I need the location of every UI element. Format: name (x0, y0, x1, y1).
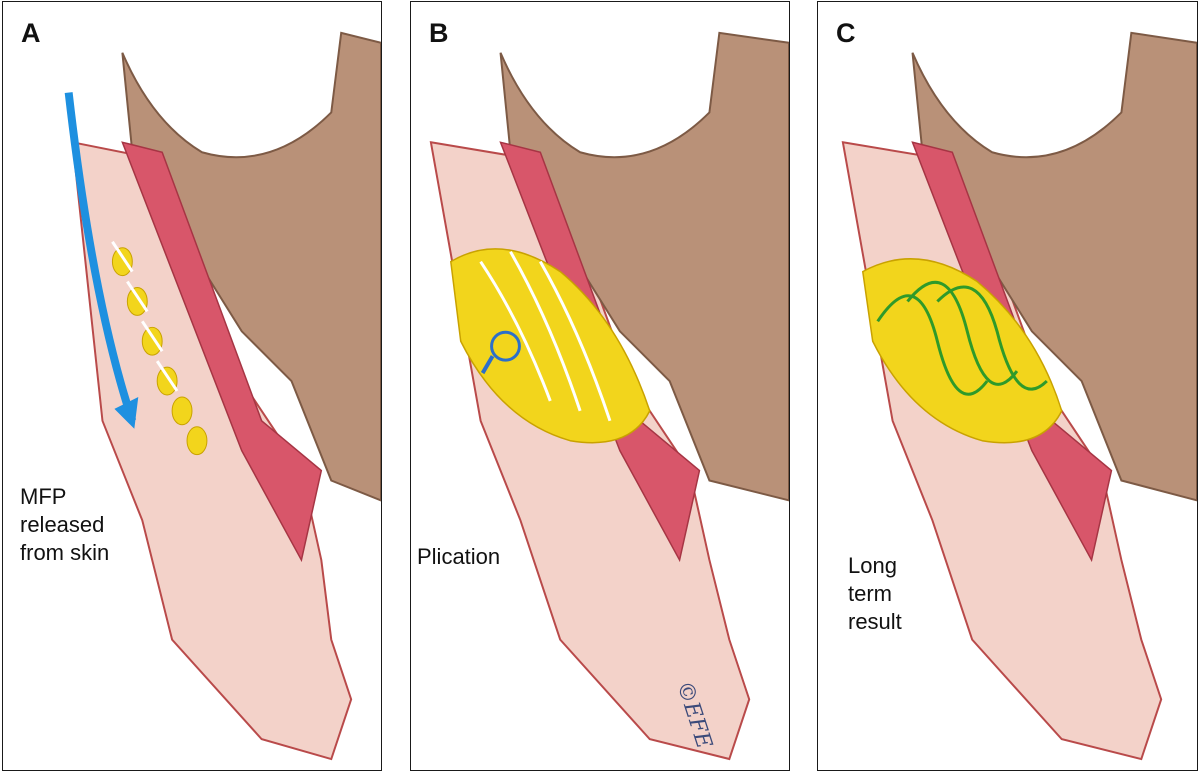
bone-orbit (121, 31, 381, 502)
face-anatomy (64, 31, 381, 761)
panel-letter: B (429, 18, 449, 48)
fascia-lines (111, 240, 179, 392)
face-anatomy (429, 31, 789, 761)
panel-letter: A (21, 18, 41, 48)
muscle-band (121, 141, 323, 563)
arrowhead (114, 396, 139, 429)
bone-orbit (911, 31, 1197, 502)
panel-letter: C (836, 18, 856, 48)
suture-tail (480, 355, 495, 375)
fascia-lines (479, 250, 612, 422)
blue-arrow-down (64, 92, 137, 423)
green-fibers (876, 280, 1048, 396)
suture-loop (490, 330, 521, 362)
bone-orbit (499, 31, 789, 502)
fat-mass (861, 258, 1063, 444)
panel-b: B Plication ©EFE (410, 1, 790, 771)
panel-caption: Long term result (848, 553, 902, 634)
illustration-c (841, 31, 1197, 761)
illustration-b (429, 31, 789, 761)
panel-caption: Plication (417, 544, 501, 569)
face-anatomy (841, 31, 1197, 761)
panel-c: C Long term result (817, 1, 1198, 771)
panel-a: A MFP released from skin (2, 1, 382, 771)
panel-caption: MFP released from skin (20, 484, 110, 565)
fat-lobules (111, 247, 208, 456)
illustration-a (64, 31, 381, 761)
